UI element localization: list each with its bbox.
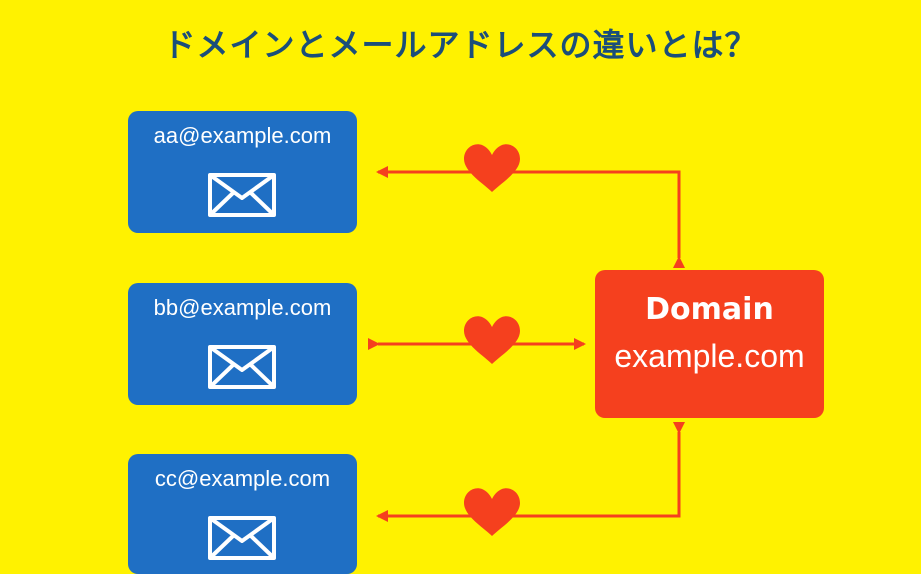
email-address-aa: aa@example.com: [153, 123, 332, 148]
heart-icon: [464, 144, 520, 192]
envelope-icon: [208, 516, 276, 560]
connector-line-aa: [376, 166, 685, 268]
heart-icon: [464, 316, 520, 364]
connector-line-cc: [376, 422, 685, 522]
envelope-icon: [208, 173, 276, 217]
email-address-cc: cc@example.com: [154, 466, 331, 491]
domain-name: example.com: [614, 338, 805, 374]
domain-label: Domain: [645, 292, 774, 327]
email-box-cc: cc@example.com: [128, 454, 357, 574]
email-address-bb: bb@example.com: [153, 295, 332, 320]
email-box-aa: aa@example.com: [128, 111, 357, 233]
heart-icon: [464, 488, 520, 536]
email-box-bb: bb@example.com: [128, 283, 357, 405]
domain-box: Domain example.com: [595, 270, 824, 418]
envelope-icon: [208, 345, 276, 389]
page-title: ドメインとメールアドレスの違いとは？: [163, 26, 758, 64]
